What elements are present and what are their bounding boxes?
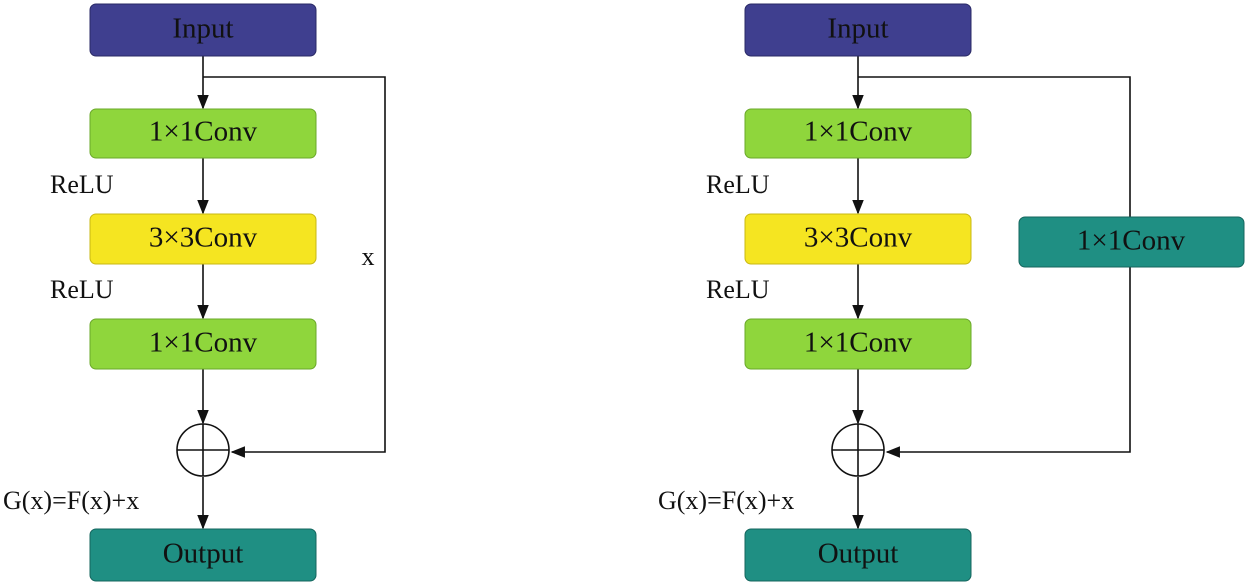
left-add-icon <box>176 423 230 477</box>
left-output-box <box>89 528 317 582</box>
right-conv-c-box <box>744 318 972 370</box>
right-conv-c-label: 1×1Conv <box>804 327 913 359</box>
left-relu-b-label: ReLU <box>50 275 114 304</box>
left-input-label: Input <box>172 13 233 45</box>
right-conv-a-box <box>744 108 972 159</box>
left-shortcut-path <box>203 76 386 458</box>
left-shortcut-label: x <box>362 242 375 271</box>
left-residual-block: Input 1×1Conv ReLU 3×3Conv ReLU 1×1Conv … <box>3 3 386 582</box>
right-residual-block: Input 1×1Conv ReLU 3×3Conv ReLU 1×1Conv … <box>658 3 1245 582</box>
left-conv-c-box <box>89 318 317 370</box>
left-conv-a-box <box>89 108 317 159</box>
right-conv-b-box <box>744 213 972 265</box>
right-input-label: Input <box>827 13 888 45</box>
left-relu-a-label: ReLU <box>50 170 114 199</box>
right-shortcut-conv-label: 1×1Conv <box>1077 225 1186 257</box>
right-shortcut-path-to-add <box>885 267 1131 458</box>
right-shortcut-path-to-conv <box>858 76 1131 217</box>
left-conv-a-label: 1×1Conv <box>149 116 258 148</box>
right-conv-a-label: 1×1Conv <box>804 116 913 148</box>
right-output-label: Output <box>818 538 899 570</box>
right-input-box <box>744 3 972 57</box>
left-formula-label: G(x)=F(x)+x <box>3 486 139 515</box>
left-output-label: Output <box>163 538 244 570</box>
left-conv-c-label: 1×1Conv <box>149 327 258 359</box>
right-add-icon <box>831 423 885 477</box>
right-conv-b-label: 3×3Conv <box>804 222 913 254</box>
right-relu-a-label: ReLU <box>706 170 770 199</box>
left-conv-b-box <box>89 213 317 265</box>
left-input-box <box>89 3 317 57</box>
right-shortcut-conv-box <box>1018 216 1245 268</box>
right-formula-label: G(x)=F(x)+x <box>658 486 794 515</box>
right-output-box <box>744 528 972 582</box>
right-relu-b-label: ReLU <box>706 275 770 304</box>
left-conv-b-label: 3×3Conv <box>149 222 258 254</box>
